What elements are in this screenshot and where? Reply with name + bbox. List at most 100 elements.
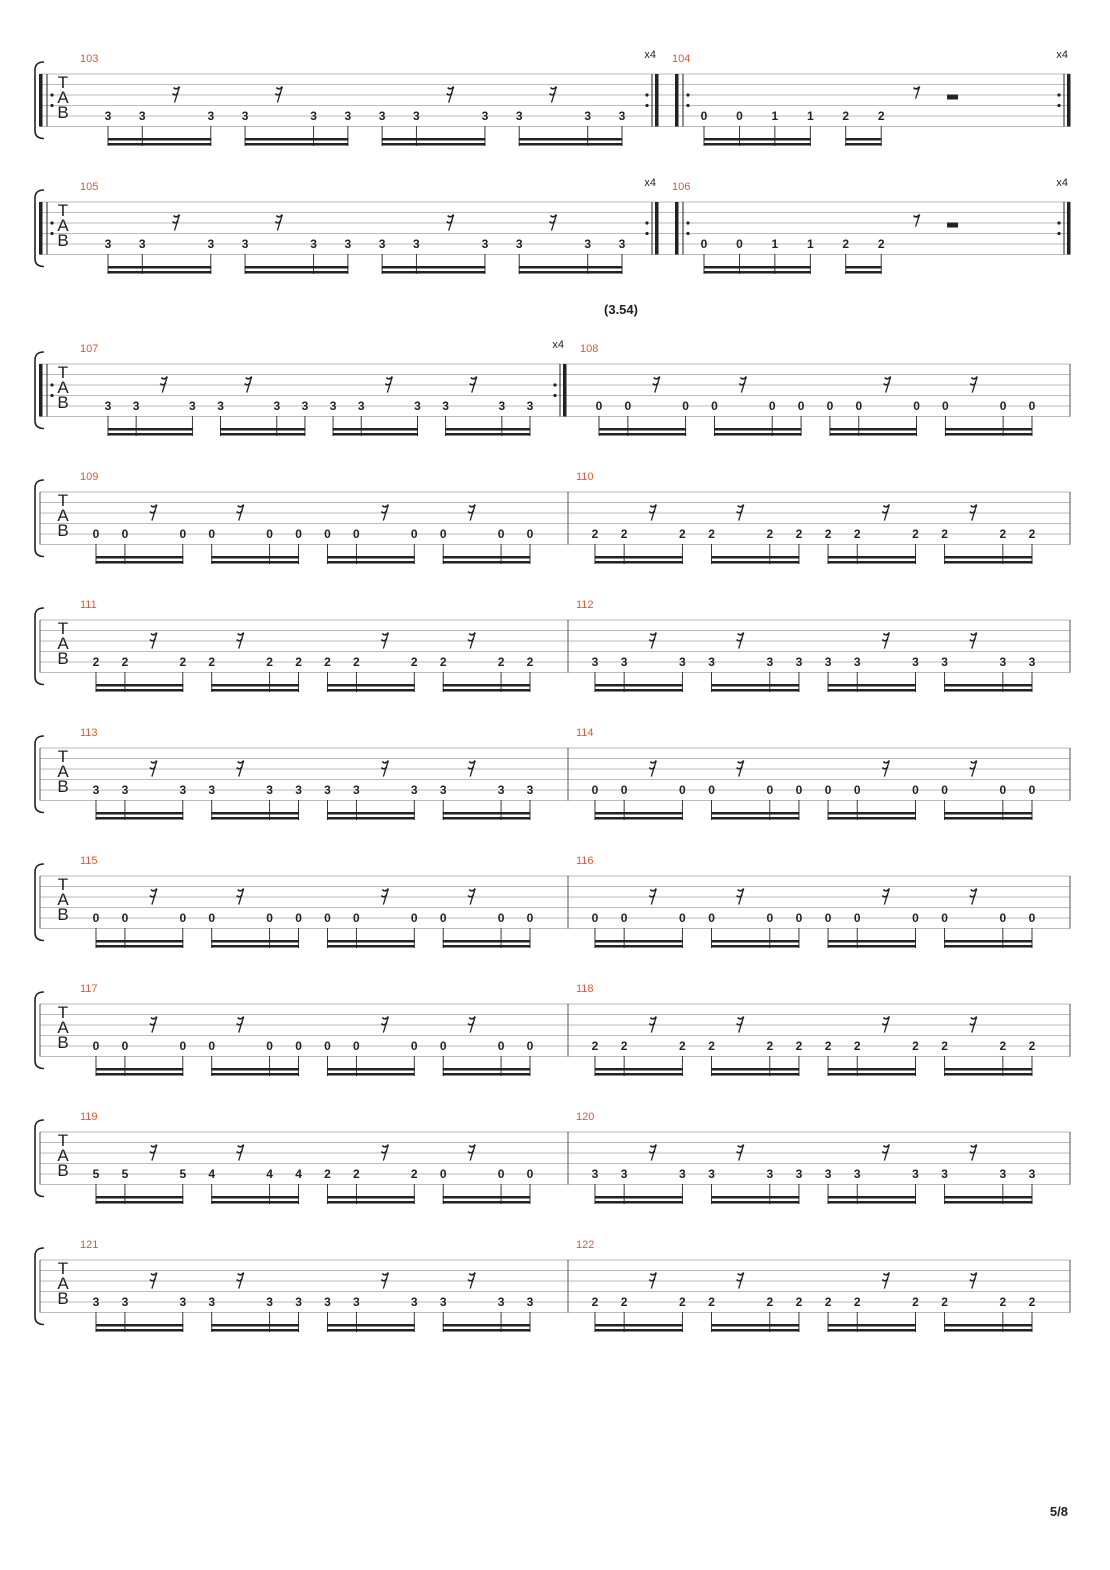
fret-number: 2	[592, 527, 599, 541]
fret-number: 0	[411, 527, 418, 541]
rest-flag	[739, 376, 747, 380]
fret-number: 0	[295, 911, 302, 925]
rest-flag	[150, 1016, 158, 1020]
fret-number: 3	[766, 1167, 773, 1181]
fret-number: 3	[482, 109, 489, 123]
fret-number: 3	[584, 109, 591, 123]
rest-flag	[150, 760, 158, 764]
fret-number: 0	[736, 237, 743, 251]
fret-number: 0	[708, 911, 715, 925]
fret-number: 3	[242, 109, 249, 123]
fret-number: 2	[266, 655, 273, 669]
beam	[442, 689, 531, 692]
fret-number: 0	[679, 911, 686, 925]
rest-flag	[969, 766, 976, 770]
beam	[703, 143, 811, 146]
fret-number: 0	[912, 911, 919, 925]
fret-number: 3	[324, 1295, 331, 1309]
fret-number: 2	[1000, 527, 1007, 541]
fret-number: 3	[105, 109, 112, 123]
sixteenth-rest	[969, 1016, 978, 1033]
fret-number: 3	[592, 655, 599, 669]
tab-clef-letter: B	[57, 649, 68, 668]
sixteenth-rest	[236, 1016, 245, 1033]
fret-number: 2	[825, 1295, 832, 1309]
sixteenth-rest	[380, 888, 389, 905]
sixteenth-rest	[969, 632, 978, 649]
repeat-dot	[553, 393, 557, 398]
beam	[107, 271, 212, 274]
rest-flag	[882, 1144, 890, 1148]
beam	[95, 556, 184, 559]
fret-number: 0	[440, 911, 447, 925]
beam	[211, 556, 300, 559]
rest-flag	[447, 86, 455, 90]
rest-flag	[380, 1150, 388, 1154]
fret-number: 0	[592, 911, 599, 925]
beam	[944, 689, 1033, 692]
beam	[211, 1329, 300, 1332]
beam	[107, 138, 212, 141]
rest-flag	[468, 888, 476, 892]
sixteenth-rest	[648, 1272, 657, 1289]
beam	[711, 812, 800, 815]
fret-number: 2	[1000, 1295, 1007, 1309]
fret-number: 0	[592, 783, 599, 797]
fret-number: 0	[353, 1039, 360, 1053]
fret-number: 3	[379, 237, 386, 251]
beam	[598, 428, 687, 431]
beam	[95, 689, 184, 692]
sixteenth-rest	[236, 760, 245, 777]
repeat-count: x4	[644, 49, 656, 61]
rest-flag	[649, 888, 657, 892]
sixteenth-rest	[467, 632, 476, 649]
beam	[711, 689, 800, 692]
rest-flag	[738, 382, 746, 386]
system-bracket	[34, 351, 45, 430]
beam	[594, 689, 683, 692]
fret-number: 2	[766, 527, 773, 541]
fret-number: 2	[527, 655, 534, 669]
beam	[944, 940, 1033, 943]
beam	[845, 143, 882, 146]
beam	[95, 817, 184, 820]
rest-flag	[648, 766, 656, 770]
fret-number: 2	[208, 655, 215, 669]
sixteenth-rest	[149, 1016, 158, 1033]
fret-number: 2	[411, 655, 418, 669]
fret-number: 2	[766, 1295, 773, 1309]
measure-number: 103	[80, 53, 98, 65]
repeat-dot	[50, 221, 54, 225]
rest-flag	[468, 1272, 476, 1276]
fret-number: 2	[679, 1039, 686, 1053]
rest-flag	[171, 220, 179, 224]
rest-flag	[736, 1150, 743, 1154]
beam	[703, 271, 811, 274]
measure-number: 109	[80, 471, 98, 483]
beam	[518, 266, 623, 269]
sixteenth-rest	[159, 376, 168, 393]
rest-flag	[881, 638, 889, 642]
beam	[944, 1329, 1033, 1332]
fret-number: 3	[679, 655, 686, 669]
tab-clef-letter: T	[58, 1259, 68, 1278]
repeat-thick-bar	[39, 364, 43, 417]
fret-number: 3	[1029, 1167, 1036, 1181]
fret-number: 2	[842, 237, 849, 251]
fret-number: 3	[854, 655, 861, 669]
rest-flag	[467, 1278, 475, 1282]
system-bracket	[34, 991, 45, 1070]
fret-number: 3	[440, 783, 447, 797]
sixteenth-rest	[736, 632, 745, 649]
sixteenth-rest	[969, 504, 978, 521]
fret-number: 0	[498, 1039, 505, 1053]
repeat-dot	[1057, 221, 1061, 225]
rest-flag	[446, 220, 453, 224]
sixteenth-rest	[969, 1144, 978, 1161]
fret-number: 0	[122, 1039, 129, 1053]
sixteenth-rest	[881, 888, 890, 905]
beam	[442, 556, 531, 559]
